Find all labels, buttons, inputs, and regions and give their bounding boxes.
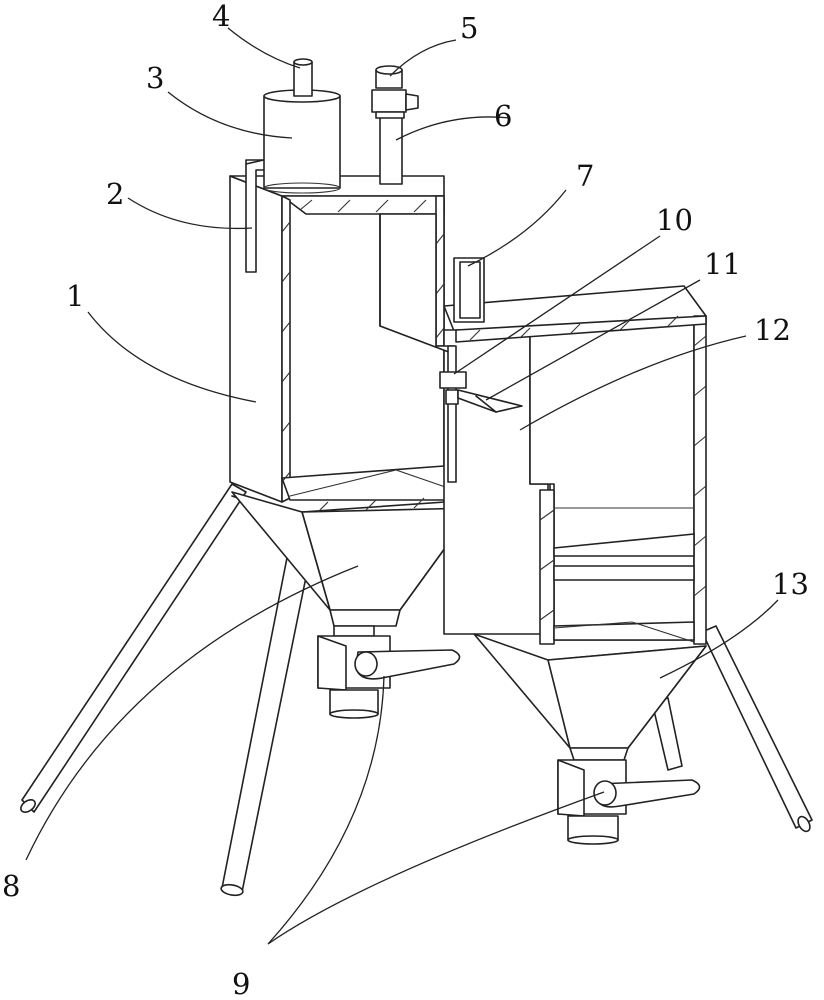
- feed-pipe: [379, 111, 403, 185]
- right-valve: [557, 759, 701, 845]
- internal-chute: [379, 213, 485, 355]
- right-hopper: [473, 621, 707, 761]
- label-12: 12: [754, 313, 791, 347]
- label-10: 10: [656, 203, 693, 237]
- label-6: 6: [494, 99, 512, 133]
- label-8: 8: [2, 869, 20, 903]
- label-4: 4: [212, 0, 230, 33]
- vertical-shaft: [439, 345, 467, 483]
- wall-hatching: [281, 199, 445, 483]
- label-13: 13: [772, 567, 809, 601]
- support-legs: [20, 483, 813, 897]
- left-hopper: [231, 469, 549, 637]
- part-labels: 1 2 3 4 5 6 7 8 9 10 11 12 13: [2, 0, 809, 1000]
- label-2: 2: [106, 177, 124, 211]
- right-cabinet: [443, 285, 707, 645]
- label-3: 3: [146, 61, 164, 95]
- stirring-paddle: [457, 389, 523, 413]
- label-9: 9: [232, 967, 250, 1000]
- top-nozzle: [293, 58, 313, 97]
- label-11: 11: [704, 247, 741, 281]
- left-valve: [317, 635, 461, 719]
- label-7: 7: [576, 159, 594, 193]
- label-1: 1: [66, 279, 84, 313]
- leader-lines: [25, 27, 779, 945]
- top-cylinder: [263, 89, 341, 194]
- label-5: 5: [460, 11, 478, 45]
- feed-valve: [371, 65, 419, 119]
